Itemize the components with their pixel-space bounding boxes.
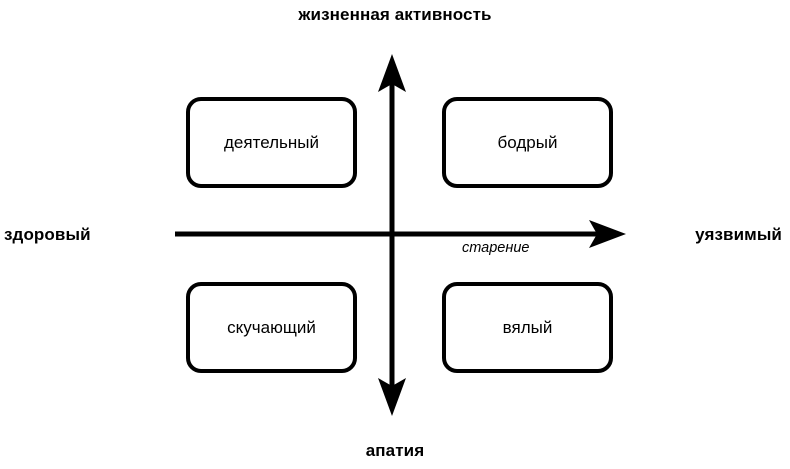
quadrant-box-label: деятельный bbox=[224, 133, 319, 152]
quadrant-box-label: вялый bbox=[502, 318, 553, 337]
axis-pole-label-right: уязвимый bbox=[695, 225, 782, 244]
quadrant-box-label: бодрый bbox=[497, 133, 558, 152]
axis-pole-label-bottom: апатия bbox=[365, 441, 425, 460]
axis-pole-label-left: здоровый bbox=[4, 225, 91, 244]
horizontal-axis-right-arrowhead bbox=[589, 220, 626, 248]
axis-pole-label-top: жизненная активность bbox=[298, 5, 492, 24]
quadrant-box-bottom-right[interactable]: вялый bbox=[442, 282, 613, 373]
quadrant-box-top-right[interactable]: бодрый bbox=[442, 97, 613, 188]
quadrant-box-label: скучающий bbox=[227, 318, 316, 337]
quadrant-box-top-left[interactable]: деятельный bbox=[186, 97, 357, 188]
quadrant-box-bottom-left[interactable]: скучающий bbox=[186, 282, 357, 373]
axis-caption-aging: старение bbox=[462, 240, 530, 256]
vertical-axis-down-arrowhead bbox=[378, 378, 406, 416]
vertical-axis-up-arrowhead bbox=[378, 54, 406, 92]
